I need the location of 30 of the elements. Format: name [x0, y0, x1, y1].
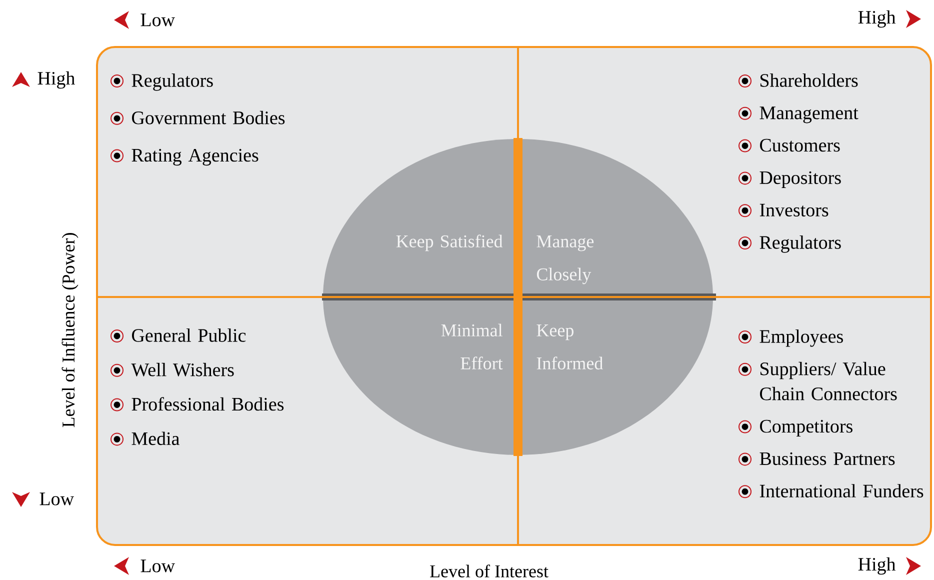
list-item: Regulators [760, 236, 841, 253]
scale-label: Low [40, 492, 74, 506]
list-item: Depositors [760, 171, 841, 188]
quadrant-label: Manage Closely [536, 236, 594, 284]
scale-label: High [38, 71, 75, 89]
list-item: Suppliers/ Value Chain Connectors [760, 362, 897, 400]
list-item: Investors [760, 204, 828, 216]
list-item: Business Partners [760, 452, 895, 466]
list-item: Competitors [760, 420, 852, 437]
list-item: Government Bodies [132, 110, 285, 124]
scale-label: Low [140, 14, 175, 26]
axis-title: Level of Interest [430, 564, 548, 578]
list-item: International Funders [760, 484, 924, 498]
quadrant-label: Keep Satisfied [396, 234, 503, 252]
scale-label: Low [140, 560, 175, 572]
scale-label: High [858, 10, 896, 28]
scale-label: High [858, 557, 896, 575]
axis-title: Level of Influence (Power) [62, 233, 78, 428]
list-item: Customers [760, 138, 840, 152]
list-item: Professional Bodies [132, 397, 284, 411]
list-item: Rating Agencies [132, 148, 258, 166]
list-item: General Public [132, 328, 246, 342]
list-item: Employees [760, 330, 843, 347]
list-item: Media [132, 432, 180, 446]
list-item: Regulators [132, 74, 213, 91]
quadrant-label: Keep Informed [536, 324, 603, 370]
list-item: Management [760, 106, 858, 124]
list-item: Well Wishers [131, 362, 234, 376]
quadrant-label: Minimal Effort [441, 324, 503, 370]
list-item: Shareholders [760, 74, 858, 87]
